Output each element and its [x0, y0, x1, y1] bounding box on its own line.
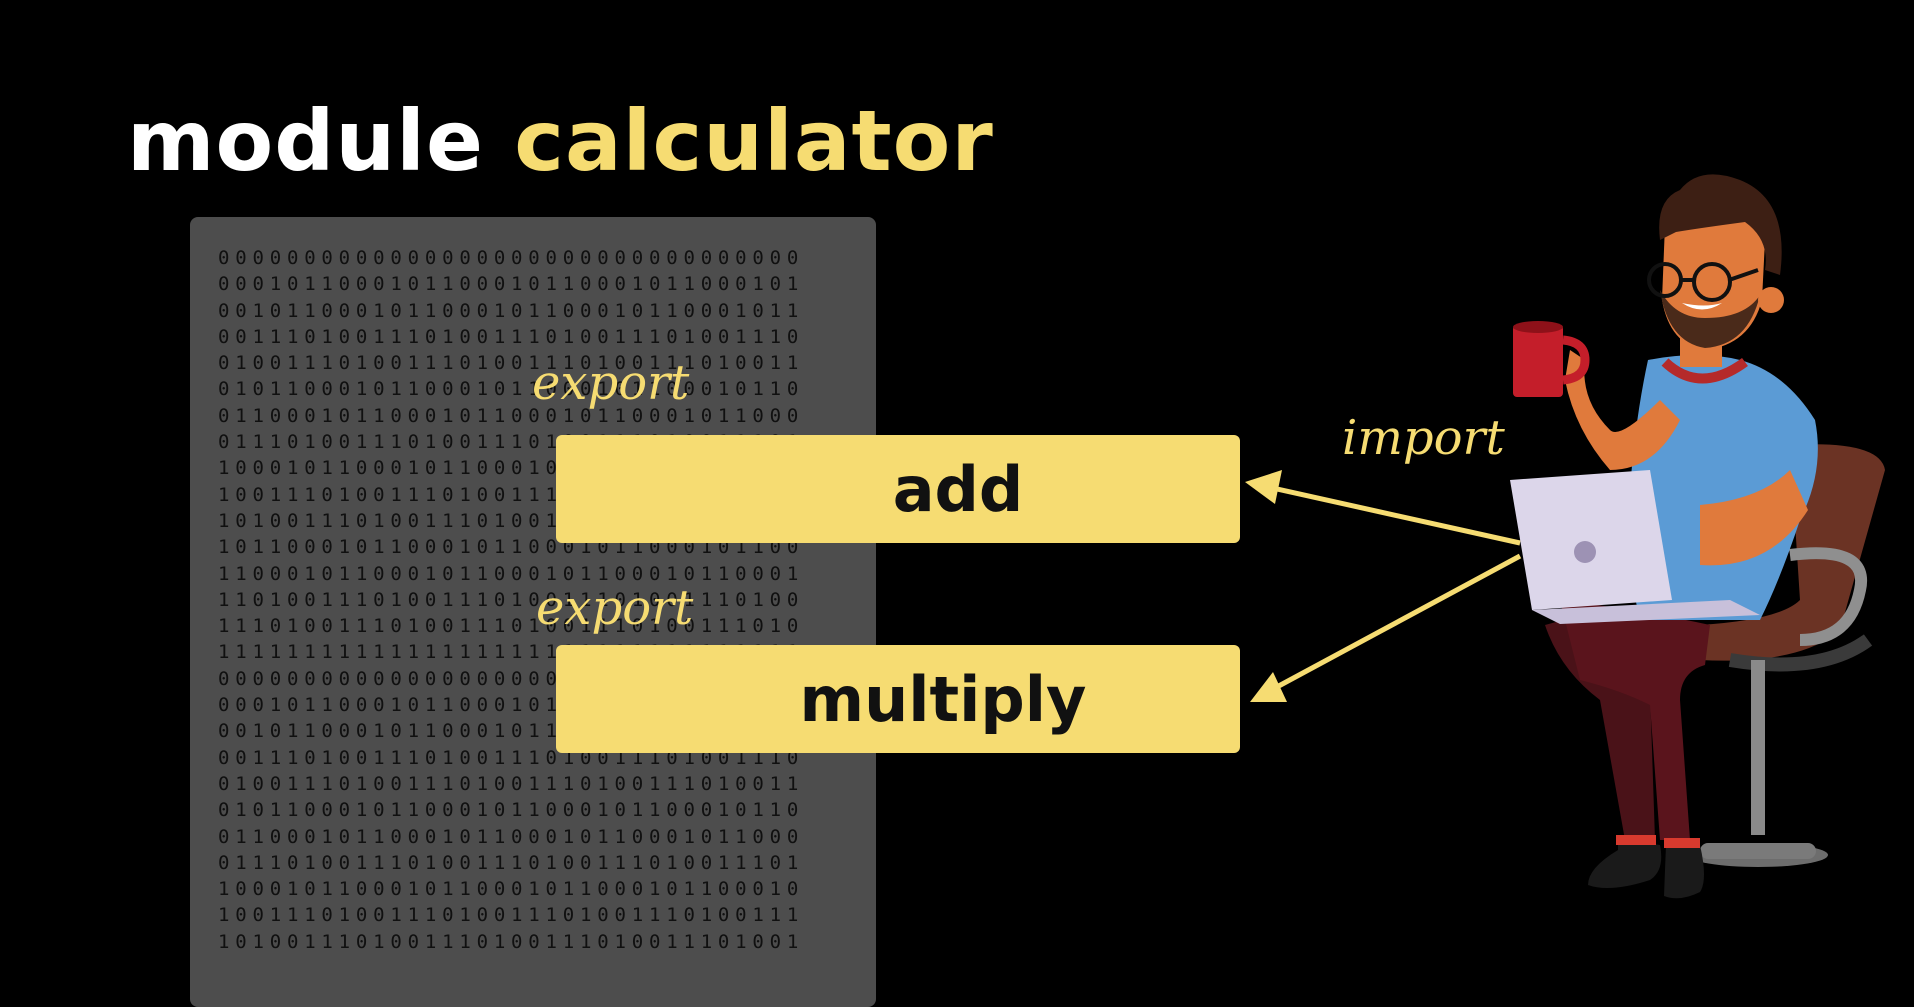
import-arrow-multiply	[1250, 553, 1522, 702]
chair-icon	[1688, 444, 1885, 867]
multiply-function-box: multiply	[556, 645, 1240, 753]
coffee-mug-icon	[1513, 321, 1590, 397]
add-function-box: add	[556, 435, 1240, 543]
add-function-label: add	[892, 452, 1024, 526]
export-label-multiply: export	[536, 580, 694, 636]
title-module-name: calculator	[514, 92, 994, 190]
slide-title: module calculator	[127, 92, 994, 190]
title-module-word: module	[127, 92, 484, 190]
export-label-add: export	[532, 355, 690, 411]
import-arrow-add	[1245, 470, 1521, 546]
multiply-function-label: multiply	[799, 662, 1087, 736]
laptop-icon	[1510, 470, 1760, 624]
import-label: import	[1342, 410, 1505, 466]
developer-illustration	[1510, 174, 1885, 899]
diagram-overlay	[1245, 174, 1885, 899]
